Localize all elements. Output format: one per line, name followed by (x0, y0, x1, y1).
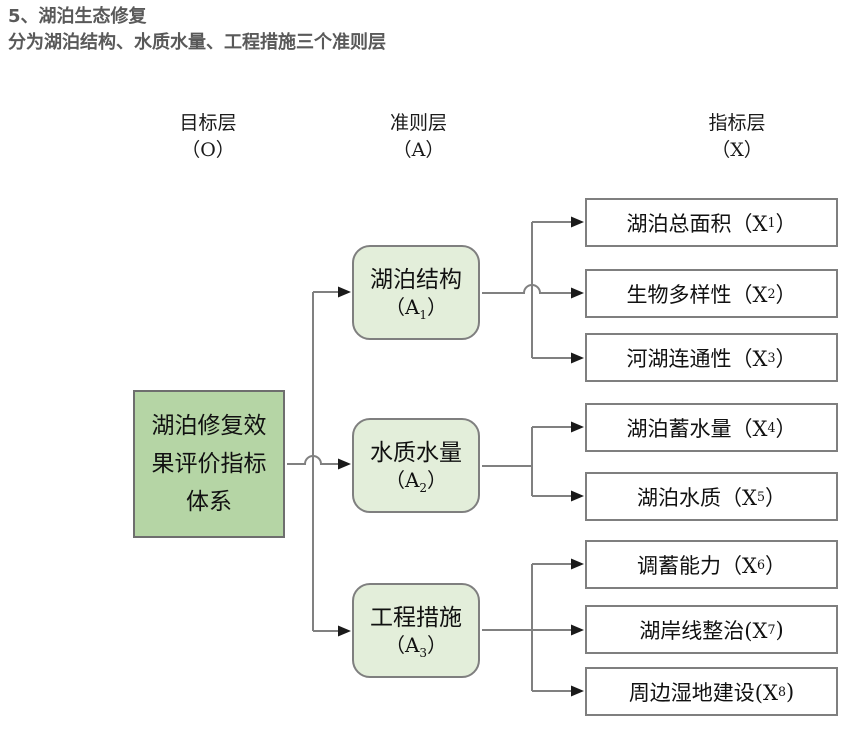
criteria-node-a3-code: （A3） (384, 632, 448, 660)
layer-tag-criteria: 准则层 （A） (370, 95, 467, 178)
arrowhead-a2 (338, 458, 351, 470)
page-title: 5、湖泊生态修复 (8, 6, 147, 27)
code-suffix: ） (427, 467, 448, 492)
criteria-node-a2: 水质水量 （A2） (352, 418, 480, 513)
arrowhead-x2 (571, 287, 584, 299)
code-suffix: ） (427, 632, 448, 657)
indicator-text: 湖泊蓄水量（X (626, 416, 768, 441)
layer-tag-indicator-code: （X） (711, 138, 763, 161)
code-suffix: ） (427, 294, 448, 319)
code-prefix: （A (384, 467, 420, 492)
code-subscript: 2 (419, 480, 428, 495)
layer-tag-indicator: 指标层 （X） (687, 95, 787, 178)
code-subscript: 3 (419, 645, 428, 660)
indicator-text: 生物多样性（X (626, 282, 768, 307)
indicator-suffix: ） (775, 211, 797, 236)
arrowhead-a3 (338, 625, 351, 637)
indicator-text: 湖泊水质（X (637, 485, 757, 510)
layer-tag-goal: 目标层 （O） (158, 95, 258, 178)
arrowhead-x4 (571, 421, 584, 433)
criteria-node-a2-code: （A2） (384, 467, 448, 495)
layer-tag-goal-code: （O） (181, 138, 235, 161)
indicator-suffix: ） (775, 282, 797, 307)
criteria-node-a3-label: 工程措施 (370, 604, 462, 631)
page-subtitle: 分为湖泊结构、水质水量、工程措施三个准则层 (8, 32, 386, 53)
criteria-node-a2-label: 水质水量 (370, 439, 462, 466)
edge-a1-to-x2 (482, 284, 571, 294)
criteria-node-a1: 湖泊结构 （A1） (352, 245, 480, 340)
indicator-suffix: ) (775, 617, 784, 642)
arrowhead-x1 (571, 216, 584, 228)
code-prefix: （A (384, 294, 420, 319)
layer-tag-criteria-code: （A） (392, 138, 445, 161)
code-subscript: 1 (419, 307, 428, 322)
code-prefix: （A (384, 632, 420, 657)
layer-tag-goal-name: 目标层 (179, 111, 237, 134)
arrowhead-x3 (571, 352, 584, 364)
goal-node: 湖泊修复效 果评价指标 体系 (133, 390, 285, 538)
goal-node-line2: 果评价指标 (151, 451, 267, 477)
layer-tag-indicator-name: 指标层 (708, 111, 766, 134)
indicator-text: 周边湿地建设(X (628, 680, 778, 705)
goal-node-line3: 体系 (186, 489, 232, 515)
indicator-suffix: ） (775, 346, 797, 371)
arrowhead-a1 (338, 286, 351, 298)
indicator-text: 湖泊总面积（X (626, 211, 768, 236)
arrowhead-x6 (571, 558, 584, 570)
criteria-node-a3: 工程措施 （A3） (352, 583, 480, 678)
criteria-node-a1-code: （A1） (384, 294, 448, 322)
goal-node-line1: 湖泊修复效 (151, 413, 267, 439)
arrowhead-x5 (571, 490, 584, 502)
layer-tag-criteria-name: 准则层 (389, 111, 447, 134)
arrowhead-x8 (571, 685, 584, 697)
page-header: 5、湖泊生态修复 分为湖泊结构、水质水量、工程措施三个准则层 (8, 4, 386, 56)
indicator-text: 湖岸线整治(X (639, 618, 768, 643)
criteria-node-a1-label: 湖泊结构 (370, 266, 462, 293)
indicator-suffix: ) (785, 679, 795, 704)
indicator-suffix: ） (775, 416, 797, 441)
arrowhead-x7 (571, 624, 584, 636)
indicator-suffix: ） (764, 553, 786, 578)
indicator-text: 河湖连通性（X (626, 346, 768, 371)
indicator-text: 调蓄能力（X (637, 553, 757, 578)
indicator-suffix: ） (764, 485, 786, 510)
